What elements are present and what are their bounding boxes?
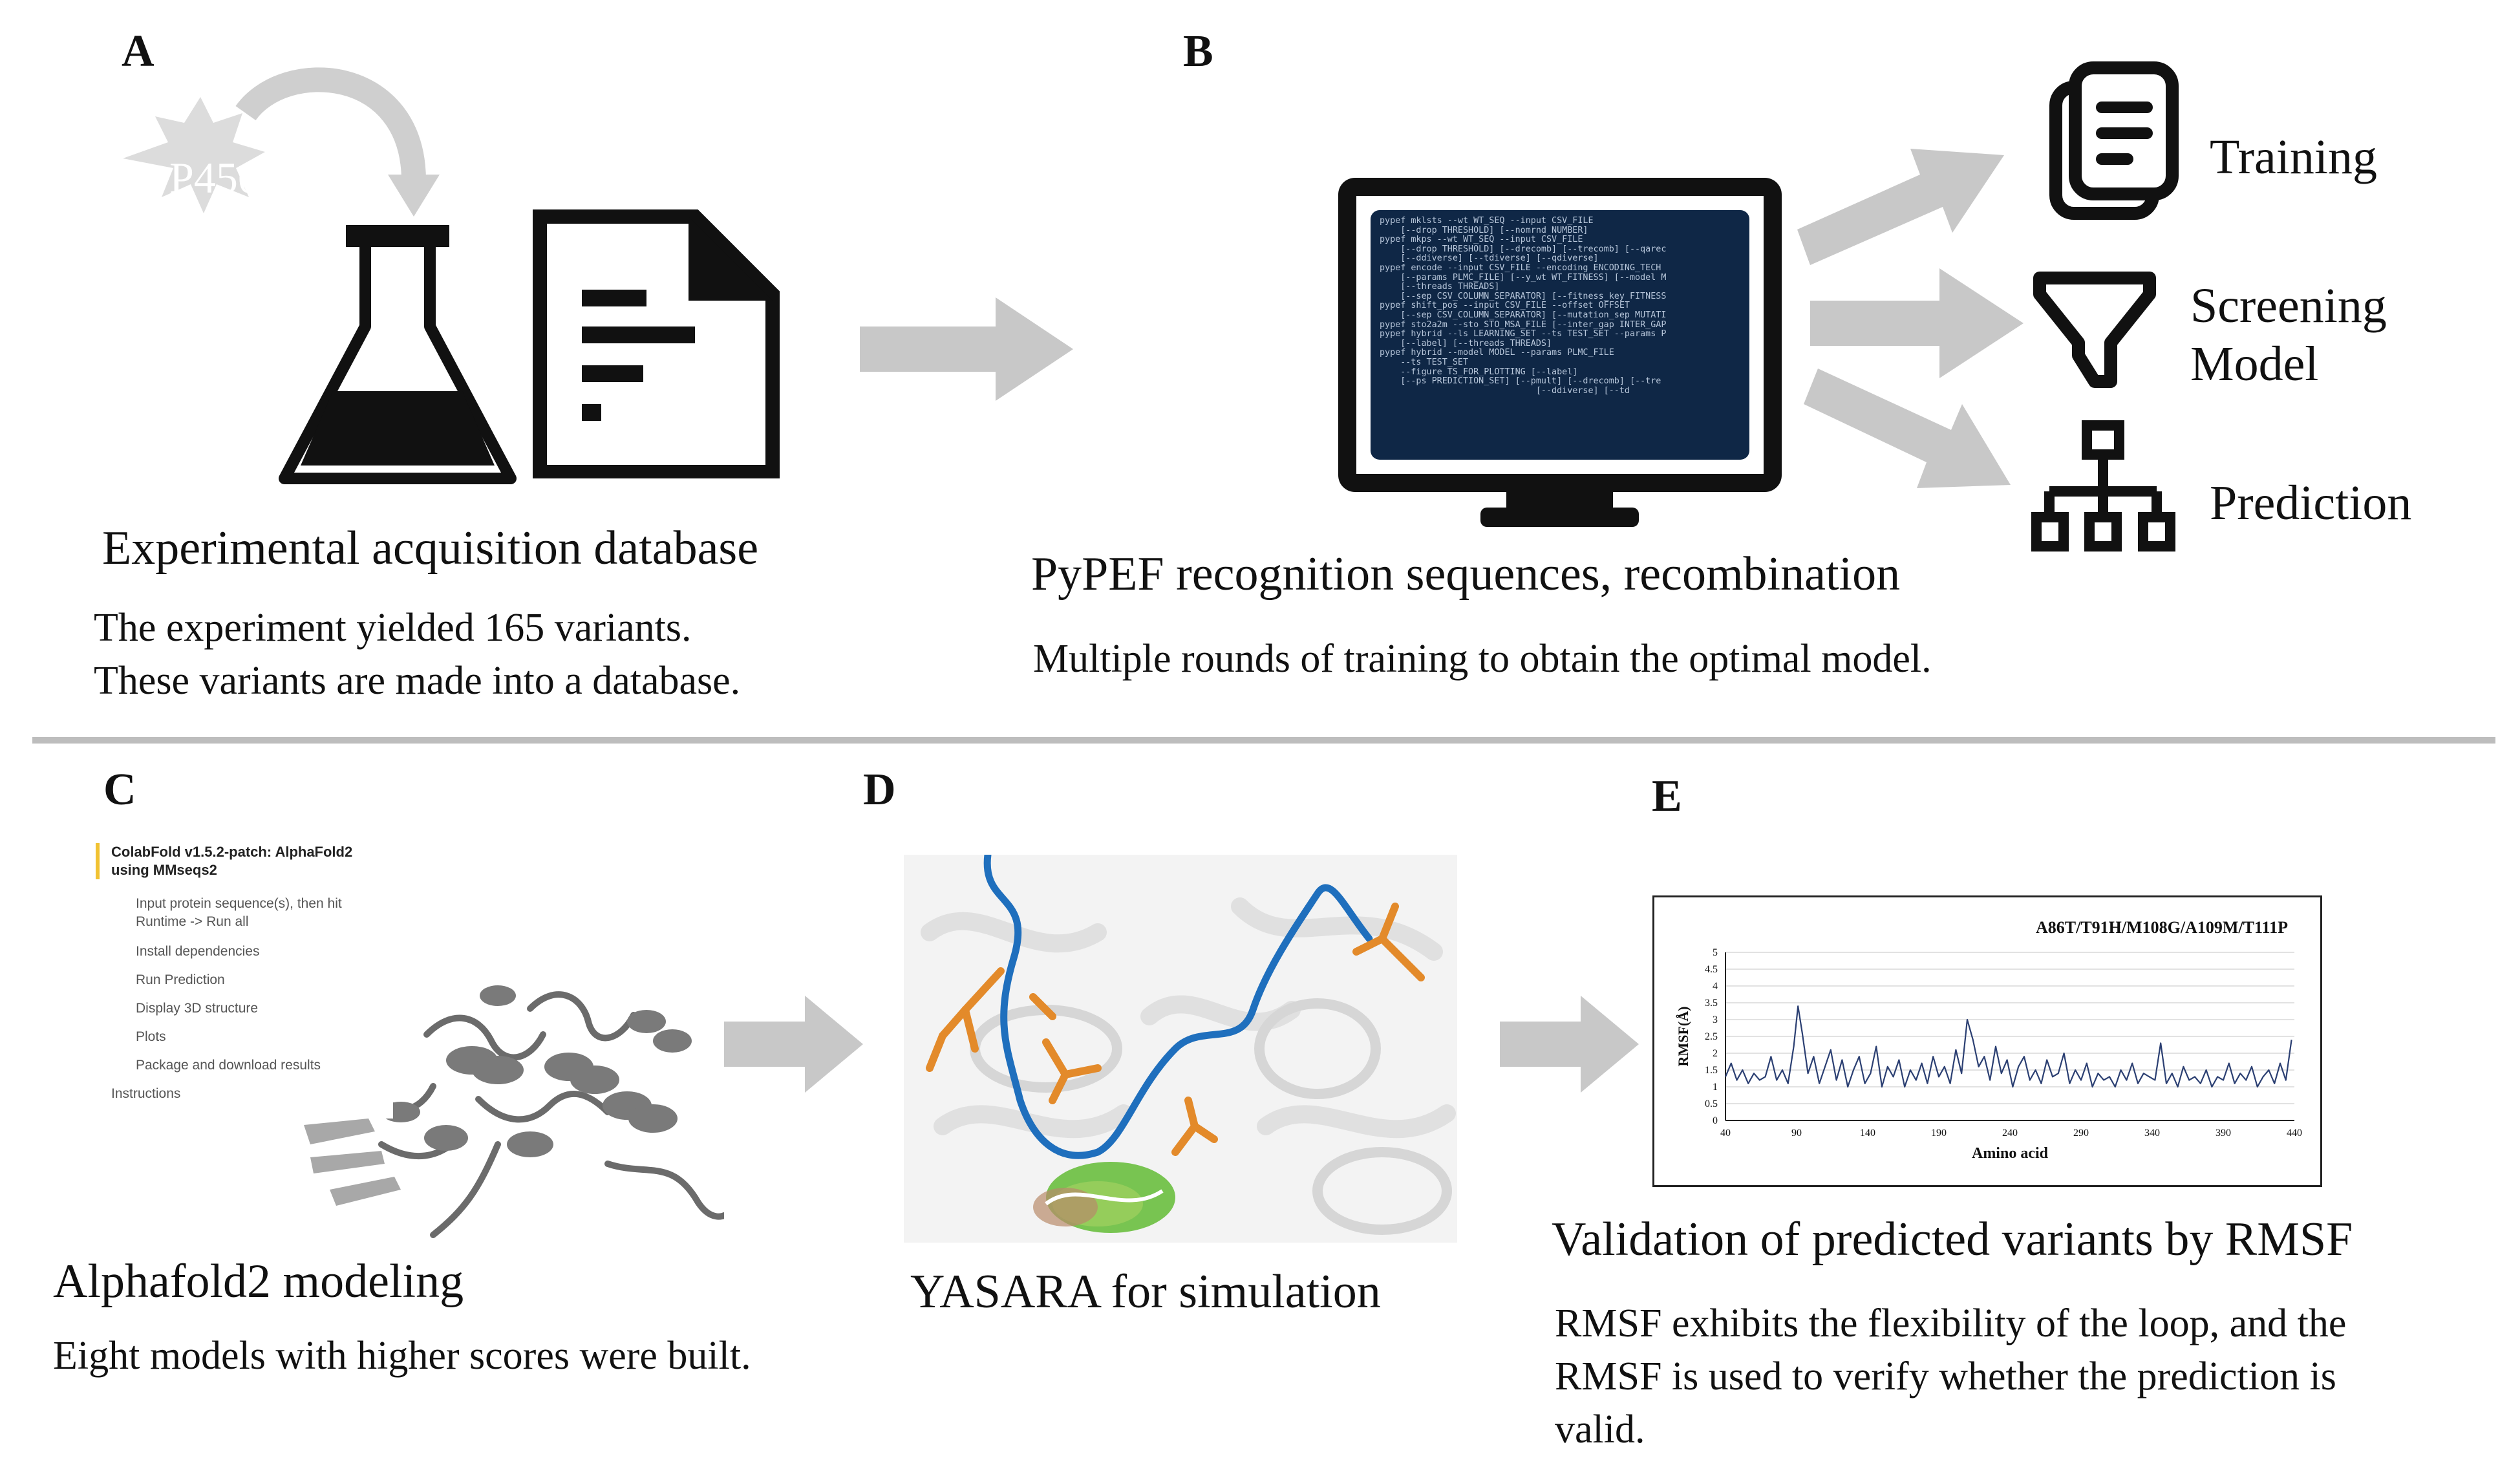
terminal-line: --figure TS_FOR_PLOTTING [--label] xyxy=(1380,367,1578,377)
chart-title: A86T/T91H/M108G/A109M/T111P xyxy=(2036,918,2288,937)
terminal-line: [--sep CSV_COLUMN_SEPARATOR] [--fitness_… xyxy=(1380,291,1667,301)
terminal-line: pypef mkps --wt WT_SEQ --input CSV_FILE xyxy=(1380,235,1583,245)
training-label: Training xyxy=(2210,130,2378,184)
panel-a-title: Experimental acquisition database xyxy=(102,522,759,575)
x-tick-label: 240 xyxy=(2002,1128,2018,1139)
panel-letter-c: C xyxy=(103,765,136,815)
screening-label-1: Screening xyxy=(2190,279,2387,333)
panel-e-desc-line-3: valid. xyxy=(1555,1408,1645,1451)
x-tick-label: 140 xyxy=(1860,1128,1875,1139)
terminal-line: [--ddiverse] [--td xyxy=(1380,385,1630,396)
document-icon xyxy=(533,209,780,478)
y-tick-label: 0.5 xyxy=(1705,1098,1718,1109)
y-tick-label: 3.5 xyxy=(1705,998,1718,1009)
curved-arrow-icon xyxy=(235,67,426,182)
monitor-base xyxy=(1480,508,1639,527)
arrow-to-screening-icon xyxy=(1810,268,2023,378)
rmsf-chart: 0 0.5 1 1.5 2 2.5 3 3.5 4 4.5 5 40 90 140 190 240 290 340… xyxy=(1675,918,2302,1162)
section-divider xyxy=(32,737,2495,744)
terminal-line: --ts TEST_SET xyxy=(1380,357,1469,367)
blue-loop xyxy=(983,855,1373,1159)
menu-item-instructions[interactable]: Instructions xyxy=(111,1086,181,1101)
arrow-right-icon xyxy=(1500,996,1639,1093)
y-tick-label: 5 xyxy=(1713,947,1718,958)
x-tick-label: 40 xyxy=(1720,1128,1731,1139)
x-tick-label: 440 xyxy=(2287,1128,2302,1139)
yasara-simulation-image xyxy=(904,855,1457,1243)
panel-d-title: YASARA for simulation xyxy=(910,1265,1381,1318)
y-tick-label: 2.5 xyxy=(1705,1031,1718,1042)
x-tick-label: 340 xyxy=(2144,1128,2160,1139)
p450-label: P450 xyxy=(169,153,260,202)
panel-a-line-1: The experiment yielded 165 variants. xyxy=(94,606,692,650)
panel-b-title: PyPEF recognition sequences, recombinati… xyxy=(1031,548,1901,601)
monitor-frame: pypef mklsts --wt WT_SEQ --input CSV_FIL… xyxy=(1338,178,1782,492)
flask-icon xyxy=(279,225,517,484)
x-tick-label: 290 xyxy=(2073,1128,2089,1139)
x-tick-label: 190 xyxy=(1931,1128,1947,1139)
terminal-line: [--params PLMC_FILE] [--y_wt WT_FITNESS]… xyxy=(1380,272,1667,283)
arrow-right-icon xyxy=(724,996,863,1093)
y-tick-label: 2 xyxy=(1713,1048,1718,1059)
menu-header-text: ColabFold v1.5.2-patch: AlphaFold2 using… xyxy=(111,844,353,878)
terminal-line: [--drop THRESHOLD] [--drecomb] [--trecom… xyxy=(1380,244,1667,254)
terminal-line: pypef mklsts --wt WT_SEQ --input CSV_FIL… xyxy=(1380,216,1594,226)
y-axis-label: RMSF(Å) xyxy=(1675,1007,1691,1067)
x-tick-label: 390 xyxy=(2216,1128,2231,1139)
y-tick-label: 3 xyxy=(1713,1014,1718,1025)
panel-letter-b: B xyxy=(1183,27,1213,76)
screening-label-2: Model xyxy=(2190,337,2319,391)
funnel-icon xyxy=(2033,272,2156,388)
protein-structure-image xyxy=(304,985,724,1238)
panel-a-line-2: These variants are made into a database. xyxy=(94,659,741,703)
documents-icon xyxy=(2049,61,2179,220)
y-tick-label: 4.5 xyxy=(1705,964,1718,975)
panel-letter-d: D xyxy=(863,765,896,815)
panel-e-desc-line-2: RMSF is used to verify whether the predi… xyxy=(1555,1355,2336,1398)
menu-item-display-3d[interactable]: Display 3D structure xyxy=(136,1001,259,1016)
y-tick-label: 1 xyxy=(1713,1082,1718,1093)
terminal-line: [--ps PREDICTION_SET] [--pmult] [--dreco… xyxy=(1380,376,1661,387)
menu-item-package-download[interactable]: Package and download results xyxy=(136,1058,321,1073)
colabfold-menu: ColabFold v1.5.2-patch: AlphaFold2 using… xyxy=(96,841,393,1119)
terminal-line: [--threads THREADS] xyxy=(1380,282,1500,292)
arrow-to-training-icon xyxy=(1797,149,2004,265)
terminal-line: pypef hybrid --ls LEARNING_SET --ts TEST… xyxy=(1380,329,1667,339)
menu-item-install-dependencies[interactable]: Install dependencies xyxy=(136,944,260,959)
x-tick-label: 90 xyxy=(1791,1128,1802,1139)
arrow-right-icon xyxy=(860,297,1073,401)
p450-burst-badge xyxy=(123,97,265,213)
prediction-label: Prediction xyxy=(2210,476,2412,530)
panel-c-title: Alphafold2 modeling xyxy=(53,1255,464,1308)
terminal-line: [--label] [--threads THREADS] xyxy=(1380,338,1552,348)
terminal-line: pypef sto2a2m --sto STO_MSA_FILE [--inte… xyxy=(1380,319,1667,330)
panel-b-desc: Multiple rounds of training to obtain th… xyxy=(1033,637,1932,681)
menu-item-plots[interactable]: Plots xyxy=(136,1029,166,1044)
panel-e-title: Validation of predicted variants by RMSF xyxy=(1552,1213,2353,1266)
p450-illustration xyxy=(123,67,440,217)
terminal-line: [--ddiverse] [--tdiverse] [--qdiverse] xyxy=(1380,253,1599,264)
arrow-to-prediction-icon xyxy=(1804,369,2011,488)
rmsf-series-line xyxy=(1724,1005,2292,1088)
menu-item-input-sequence[interactable]: Input protein sequence(s), then hit Runt… xyxy=(136,896,342,929)
panel-letter-a: A xyxy=(122,27,155,76)
terminal-line: pypef shift_pos --input CSV_FILE --offse… xyxy=(1380,301,1630,311)
y-tick-label: 0 xyxy=(1713,1115,1718,1126)
y-tick-label: 4 xyxy=(1713,981,1718,992)
x-axis-label: Amino acid xyxy=(1972,1145,2049,1162)
rmsf-chart-frame: 0 0.5 1 1.5 2 2.5 3 3.5 4 4.5 5 40 90 140 190 240 290 340… xyxy=(1652,895,2322,1187)
panel-letter-e: E xyxy=(1652,771,1682,821)
y-tick-label: 1.5 xyxy=(1705,1065,1718,1076)
hierarchy-icon xyxy=(2031,420,2175,551)
terminal-line: pypef hybrid --model MODEL --params PLMC… xyxy=(1380,348,1614,358)
terminal-line: [--drop THRESHOLD] [--nomrnd NUMBER] xyxy=(1380,225,1588,235)
panel-e-desc-line-1: RMSF exhibits the flexibility of the loo… xyxy=(1555,1301,2347,1345)
terminal-line: pypef encode --input CSV_FILE --encoding… xyxy=(1380,262,1661,273)
terminal-line: [--sep CSV_COLUMN_SEPARATOR] [--mutation… xyxy=(1380,310,1667,320)
terminal-screen: pypef mklsts --wt WT_SEQ --input CSV_FIL… xyxy=(1371,210,1749,460)
menu-item-run-prediction[interactable]: Run Prediction xyxy=(136,972,225,987)
panel-c-desc: Eight models with higher scores were bui… xyxy=(53,1334,751,1378)
menu-header: ColabFold v1.5.2-patch: AlphaFold2 using… xyxy=(96,843,393,879)
